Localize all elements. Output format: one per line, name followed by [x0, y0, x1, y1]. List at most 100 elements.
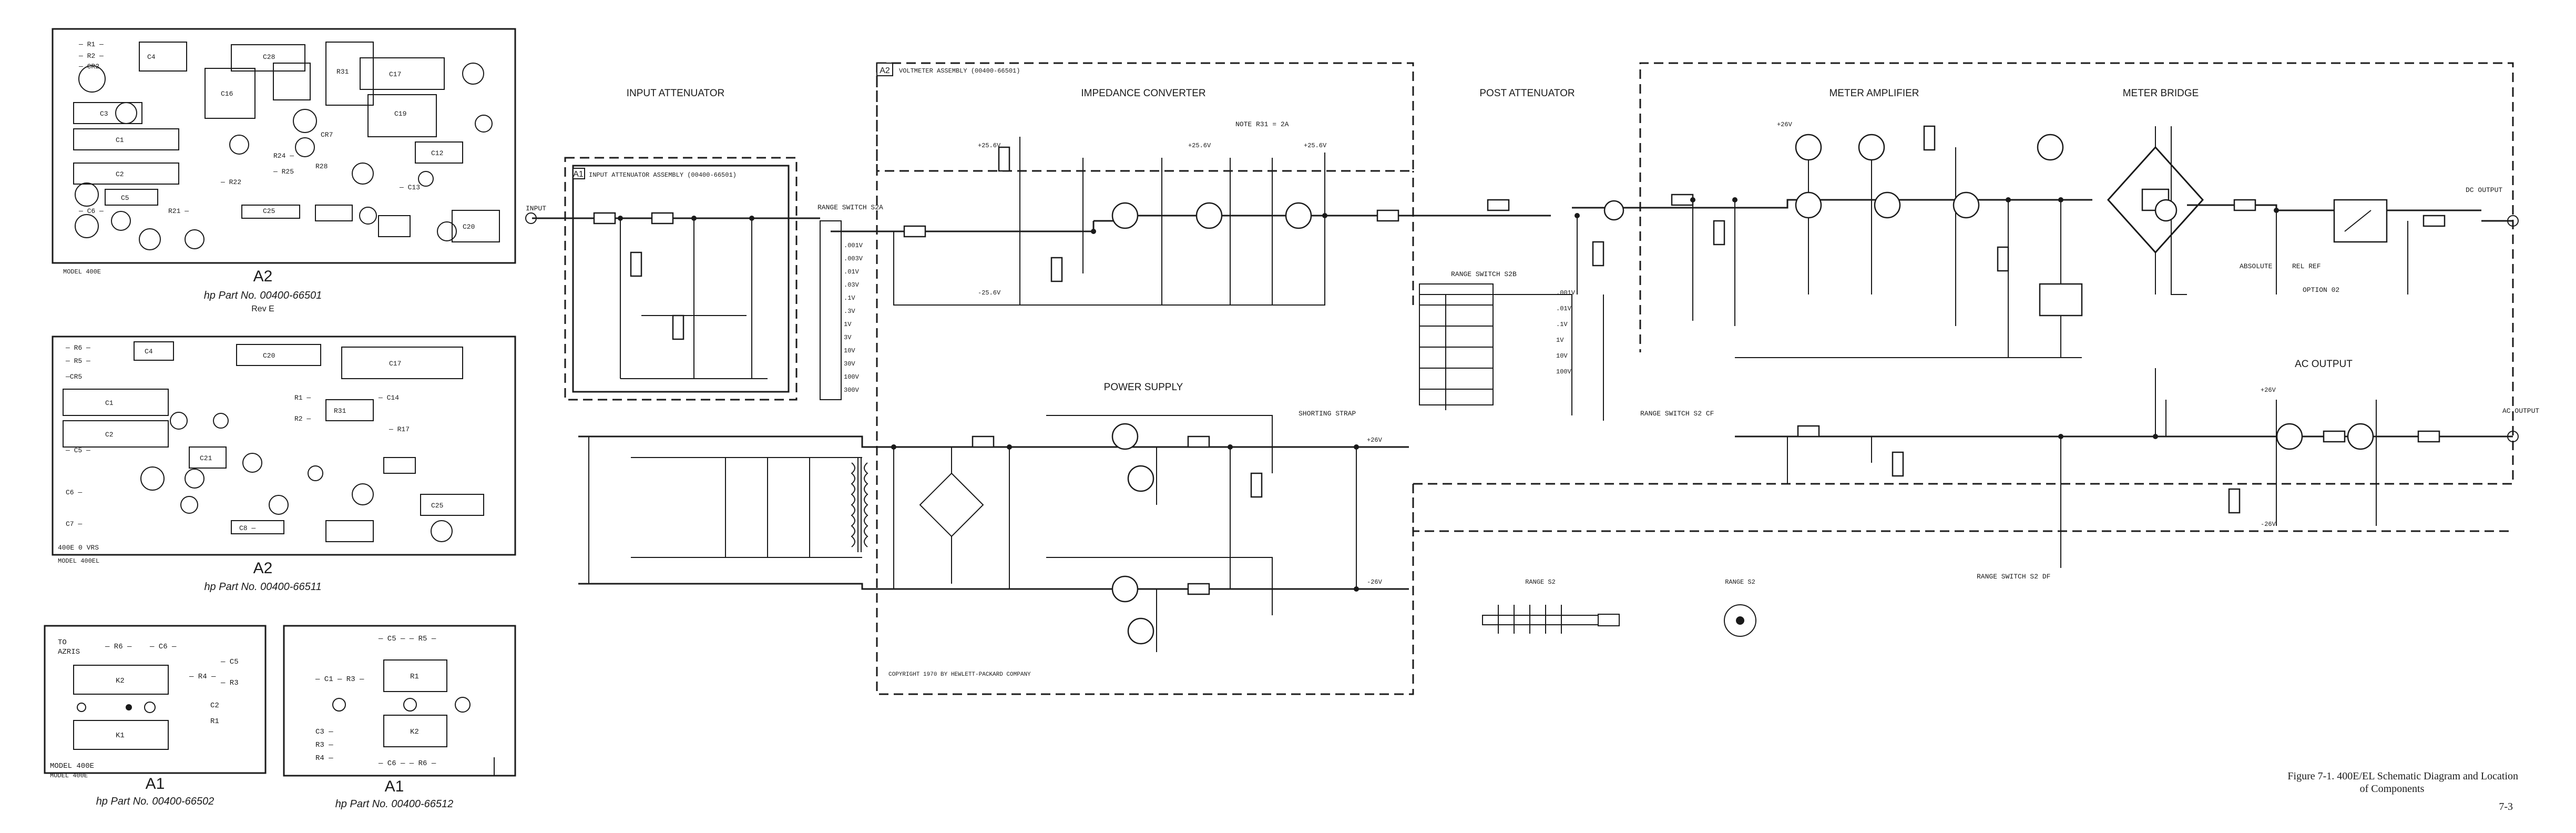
svg-text:— C13: — C13 [399, 184, 420, 191]
svg-text:-26V: -26V [2261, 521, 2276, 528]
svg-text:400E 0 VRS: 400E 0 VRS [58, 544, 99, 552]
view-2-model: MODEL 400EL [58, 557, 99, 565]
svg-text:TO: TO [58, 638, 67, 647]
svg-text:C25: C25 [431, 502, 443, 510]
title-meter-bridge: METER BRIDGE [2123, 88, 2199, 99]
copyright-label: COPYRIGHT 1970 BY HEWLETT-PACKARD COMPAN… [888, 672, 1031, 678]
dc-output-label: DC OUTPUT [2466, 186, 2502, 194]
svg-text:.01V: .01V [844, 268, 860, 276]
figure-caption: Figure 7-1. 400E/EL Schematic Diagram an… [2287, 770, 2518, 812]
power-supply-wiring [578, 415, 1409, 652]
svg-text:100V: 100V [1556, 368, 1572, 375]
svg-text:+25.6V: +25.6V [1304, 142, 1327, 149]
svg-text:C3 —: C3 — [315, 728, 333, 736]
range-switch-s2b: RANGE SWITCH S2B [1451, 270, 1517, 278]
svg-text:— R6 —: — R6 — [105, 643, 132, 651]
svg-text:1V: 1V [844, 321, 852, 328]
transistors [1111, 134, 2374, 645]
view-4-part: hp Part No. 00400-66512 [335, 798, 454, 810]
title-meter-amplifier: METER AMPLIFIER [1829, 88, 1919, 99]
svg-text:30V: 30V [844, 360, 855, 368]
svg-text:-25.6V: -25.6V [978, 289, 1001, 297]
svg-text:R21 —: R21 — [168, 207, 189, 215]
svg-text:— C5 —: — C5 — [65, 446, 90, 454]
shorting-strap-label: SHORTING STRAP [1299, 410, 1356, 418]
svg-text:.001V: .001V [844, 242, 863, 249]
svg-text:— R1 —: — R1 — [78, 40, 104, 48]
power-transformer [851, 458, 868, 552]
title-input-attenuator: INPUT ATTENUATOR [627, 88, 725, 99]
svg-text:.001V: .001V [1556, 289, 1576, 297]
svg-text:C4: C4 [145, 348, 153, 355]
svg-text:C6 —: C6 — [66, 489, 82, 496]
svg-text:C25: C25 [263, 207, 275, 215]
caption-line-2: of Components [2360, 783, 2425, 795]
junction-dots [525, 197, 2519, 592]
svg-text:— R17: — R17 [389, 425, 410, 433]
svg-text:.003V: .003V [844, 255, 863, 262]
svg-text:R24 —: R24 — [273, 152, 294, 160]
misc-labels: RANGE SWITCH S2A RANGE SWITCH S2B RANGE … [526, 120, 2539, 678]
svg-text:— C14: — C14 [378, 394, 399, 402]
svg-text:R2 —: R2 — [294, 415, 311, 423]
view-2-title: A2 [253, 560, 273, 577]
svg-text:+26V: +26V [1777, 121, 1793, 128]
svg-text:-26V: -26V [1367, 578, 1383, 586]
svg-text:10V: 10V [844, 347, 855, 354]
range-s2-label-right: RANGE S2 [1725, 578, 1755, 586]
svg-text:C2: C2 [210, 702, 219, 710]
option-label: OPTION 02 [2303, 286, 2339, 294]
view-3-part: hp Part No. 00400-66502 [96, 796, 214, 807]
meter-movement [2333, 199, 2388, 243]
svg-text:C20: C20 [263, 352, 275, 360]
svg-text:— C1 — R3 —: — C1 — R3 — [315, 675, 364, 684]
view-2-part: hp Part No. 00400-66511 [204, 581, 321, 593]
svg-text:— R3: — R3 [220, 679, 239, 687]
svg-text:R1 —: R1 — [294, 394, 311, 402]
svg-text:— C6 —: — C6 — [78, 207, 104, 215]
passive-components [593, 125, 2446, 595]
svg-text:C2: C2 [116, 170, 124, 178]
svg-text:— R2 —: — R2 — [78, 52, 104, 60]
svg-text:— R22: — R22 [220, 178, 241, 186]
svg-text:C16: C16 [221, 90, 233, 98]
svg-text:300V: 300V [844, 387, 860, 394]
view-3-model: MODEL 400E [50, 772, 88, 779]
view-1-model: MODEL 400E [63, 268, 101, 276]
svg-text:C8 —: C8 — [239, 524, 255, 532]
a1-title: INPUT ATTENUATOR ASSEMBLY (00400-66501) [589, 171, 737, 179]
a2-title: VOLTMETER ASSEMBLY (00400-66501) [899, 67, 1020, 75]
svg-text:— R6 —: — R6 — [65, 344, 90, 352]
absolute-label: ABSOLUTE [2240, 262, 2273, 270]
title-ac-output: AC OUTPUT [2295, 359, 2353, 370]
a2-tag: A2 [880, 66, 890, 75]
svg-text:10V: 10V [1556, 352, 1568, 360]
bridge-rectifier [919, 447, 984, 584]
a1-tag: A1 [573, 170, 584, 179]
svg-text:C20: C20 [463, 223, 475, 231]
page-number: 7-3 [2499, 801, 2513, 812]
note-label: NOTE R31 = 2A [1235, 120, 1289, 128]
view-1-rev: Rev E [251, 304, 274, 313]
svg-text:.03V: .03V [844, 281, 860, 289]
svg-text:R28: R28 [315, 162, 328, 170]
svg-text:C17: C17 [389, 70, 401, 78]
svg-text:C19: C19 [394, 110, 406, 118]
supply-rail-labels: +25.6V -25.6V +25.6V +25.6V +26V +26V -2… [978, 121, 2276, 586]
range-switch-s2a: RANGE SWITCH S2A [817, 204, 883, 211]
section-titles: INPUT ATTENUATOR IMPEDANCE CONVERTER POS… [627, 88, 2353, 393]
range-step-labels: .001V .003V .01V .03V .1V .3V 1V 3V 10V … [844, 242, 1576, 394]
caption-line-1: Figure 7-1. 400E/EL Schematic Diagram an… [2287, 770, 2518, 782]
svg-text:C5: C5 [121, 194, 129, 202]
title-post-attenuator: POST ATTENUATOR [1479, 88, 1575, 99]
svg-text:C7 —: C7 — [66, 520, 82, 528]
svg-text:— C5 — — R5 —: — C5 — — R5 — [378, 635, 436, 643]
svg-text:CR7: CR7 [321, 131, 333, 139]
range-s2-label-left: RANGE S2 [1525, 578, 1556, 586]
svg-text:C17: C17 [389, 360, 401, 368]
svg-text:R4 —: R4 — [315, 754, 333, 763]
svg-text:+25.6V: +25.6V [1188, 142, 1211, 149]
